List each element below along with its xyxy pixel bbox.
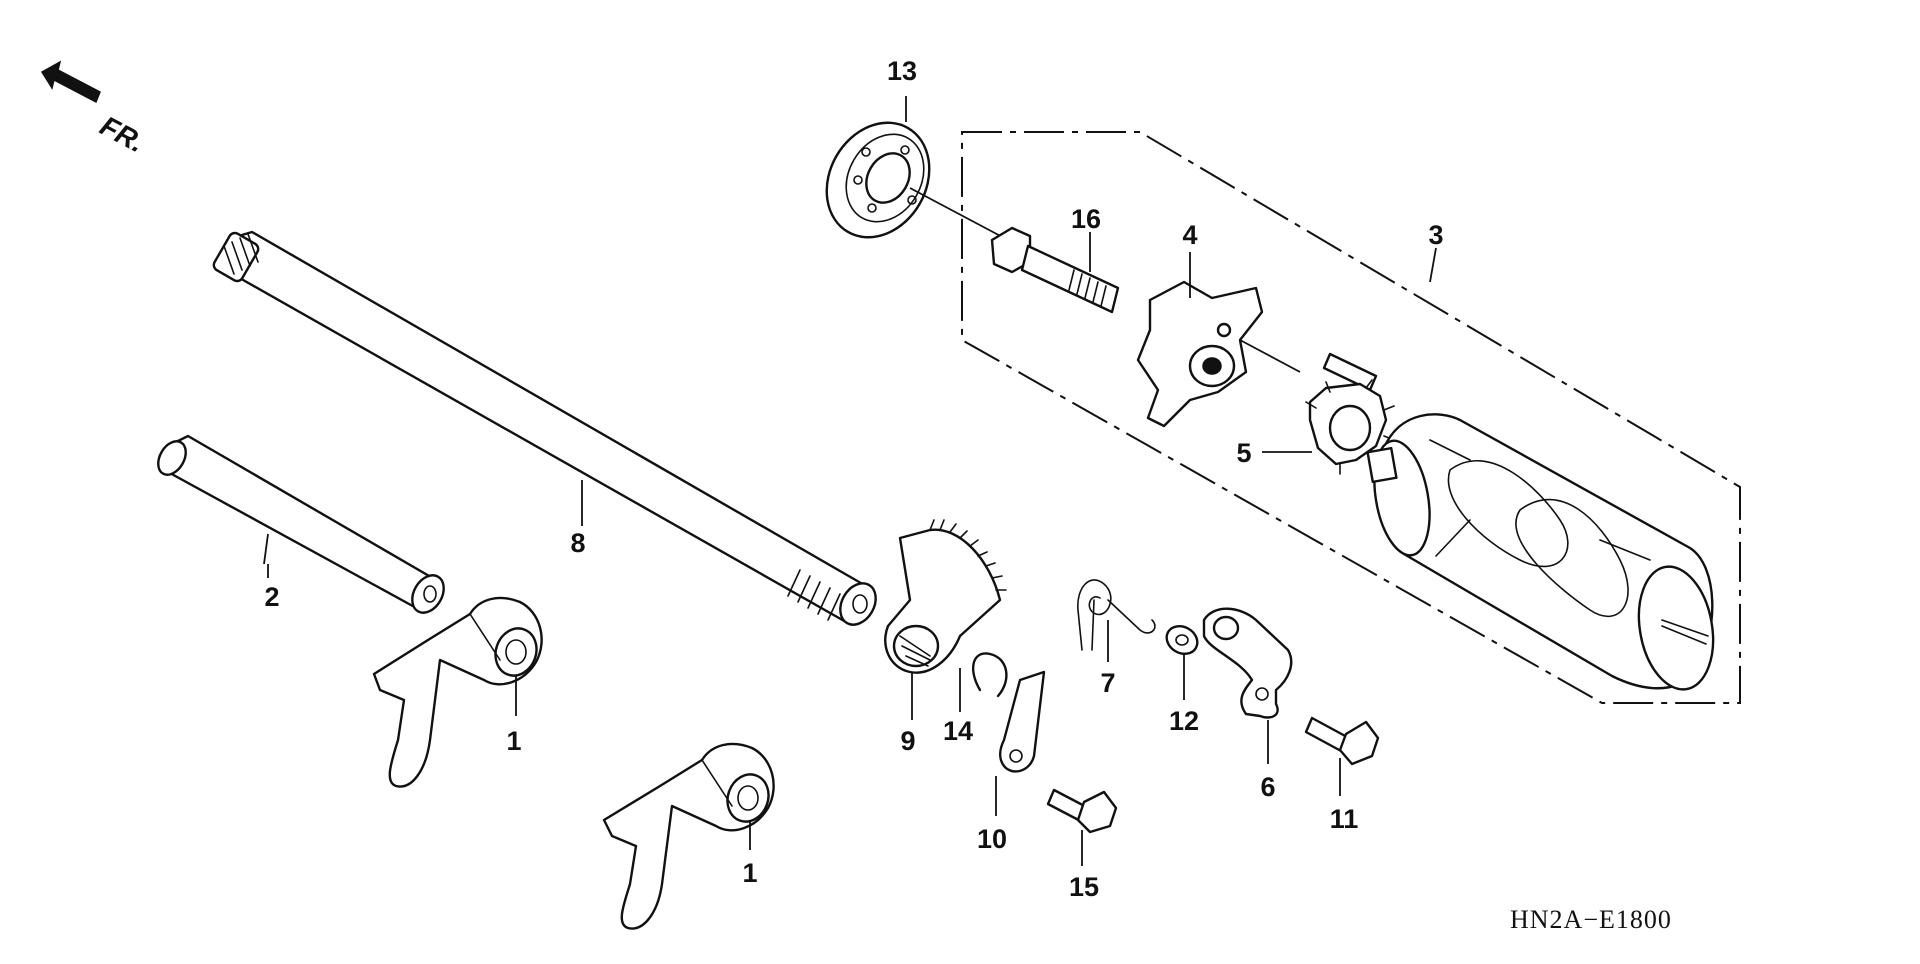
callout-1a: 1 [506,726,521,756]
arm-plate-10 [999,670,1046,773]
return-spring-7 [1077,579,1156,651]
shift-drum-assembly-frame [961,131,1741,704]
stopper-plate-5 [1305,379,1395,475]
shift-fork-1-lower [602,742,775,930]
callout-3: 3 [1428,220,1443,250]
drum-center-4 [1136,280,1264,428]
shift-fork-1-upper [372,596,543,788]
callout-9: 9 [900,726,915,756]
spindle-arm-9 [884,519,1007,674]
bolt-15 [1046,788,1118,834]
stopper-arm-6 [1202,607,1293,719]
callout-2: 2 [264,582,279,612]
callout-14: 14 [943,716,973,746]
callout-16: 16 [1071,204,1101,234]
callout-7: 7 [1100,668,1115,698]
fork-shaft-2 [157,434,445,614]
callout-11: 11 [1330,804,1359,834]
callout-5: 5 [1236,438,1251,468]
washer-12 [1165,624,1199,656]
circlip-14 [971,652,1008,698]
callout-13: 13 [887,56,917,86]
callout-10: 10 [977,824,1007,854]
bearing-13 [825,121,931,239]
diagram-code: HN2A−E1800 [1510,905,1672,934]
callout-12: 12 [1169,706,1199,736]
direction-label: FR. [95,110,149,159]
center-bolt-16 [990,226,1120,314]
shift-drum-3 [1366,413,1715,691]
front-direction-arrow-icon [40,60,101,104]
bolt-11 [1304,716,1380,766]
callout-8: 8 [570,528,585,558]
shift-spindle-8 [212,230,877,626]
callout-15: 15 [1069,872,1099,902]
callout-4: 4 [1182,220,1197,250]
callout-6: 6 [1260,772,1275,802]
callout-1b: 1 [742,858,757,888]
